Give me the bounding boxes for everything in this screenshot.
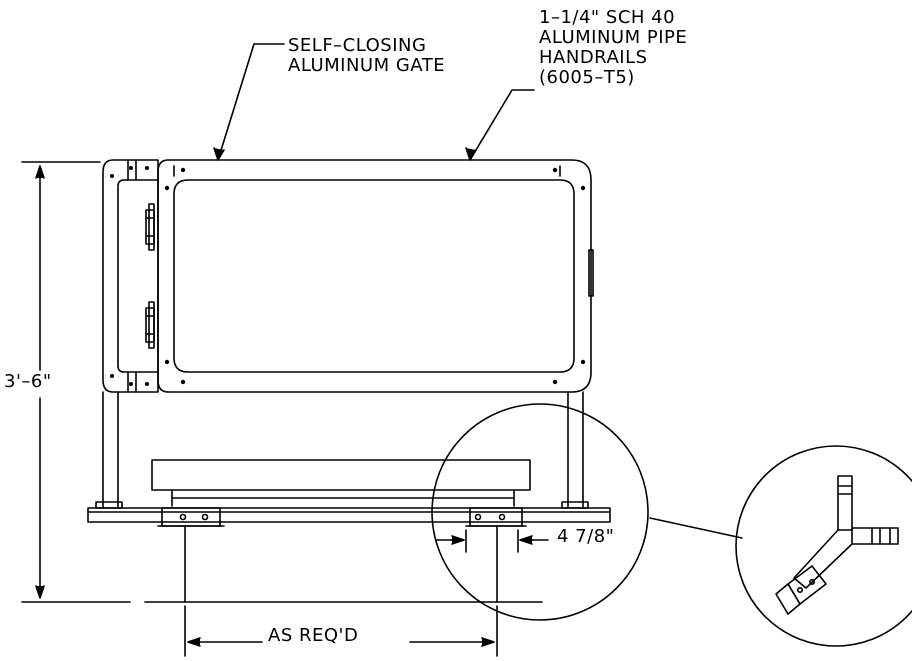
- width-dimension: [184, 605, 498, 657]
- hatch-curb: [171, 489, 515, 507]
- height-dimension-label: 3'–6": [4, 371, 52, 392]
- detail-leader: [649, 517, 743, 539]
- offset-dimension: [435, 529, 549, 553]
- detail-circle: [431, 403, 649, 621]
- handrail-leader: [469, 89, 535, 161]
- gate-hinge-bottom: [145, 301, 155, 349]
- width-dimension-label: AS REQ'D: [268, 625, 359, 646]
- handrail-callout-line-1: 1–1/4" SCH 40: [539, 7, 676, 28]
- gate-outer-frame: [102, 159, 159, 393]
- detail-bracket: [775, 475, 899, 615]
- gate-hinge-top: [145, 203, 155, 251]
- gate-callout-line-2: ALUMINUM GATE: [288, 55, 446, 76]
- corner-bolts: [164, 167, 586, 385]
- mounting-bracket-left: [157, 507, 225, 527]
- handrail-inner-panel: [173, 179, 575, 373]
- gate-leader: [217, 43, 285, 161]
- gate-inner-frame: [117, 179, 159, 373]
- handrail-posts: [102, 391, 584, 509]
- detail-enlarged-circle: [735, 445, 912, 647]
- offset-dimension-label: 4 7/8": [557, 526, 615, 547]
- hatch-cover: [151, 459, 531, 491]
- gate-callout: SELF–CLOSING ALUMINUM GATE: [288, 36, 445, 76]
- mounting-bracket-right: [465, 507, 527, 527]
- handrail-callout-line-3: HANDRAILS: [539, 47, 648, 68]
- height-dimension: [21, 161, 131, 603]
- handrail-callout: 1–1/4" SCH 40 ALUMINUM PIPE HANDRAILS (6…: [539, 8, 687, 88]
- handrail-frame: [157, 159, 592, 393]
- handrail-callout-line-2: ALUMINUM PIPE: [539, 27, 688, 48]
- base-plate: [87, 507, 611, 523]
- handrail-callout-line-4: (6005–T5): [539, 67, 635, 88]
- gate-callout-line-1: SELF–CLOSING: [288, 35, 427, 56]
